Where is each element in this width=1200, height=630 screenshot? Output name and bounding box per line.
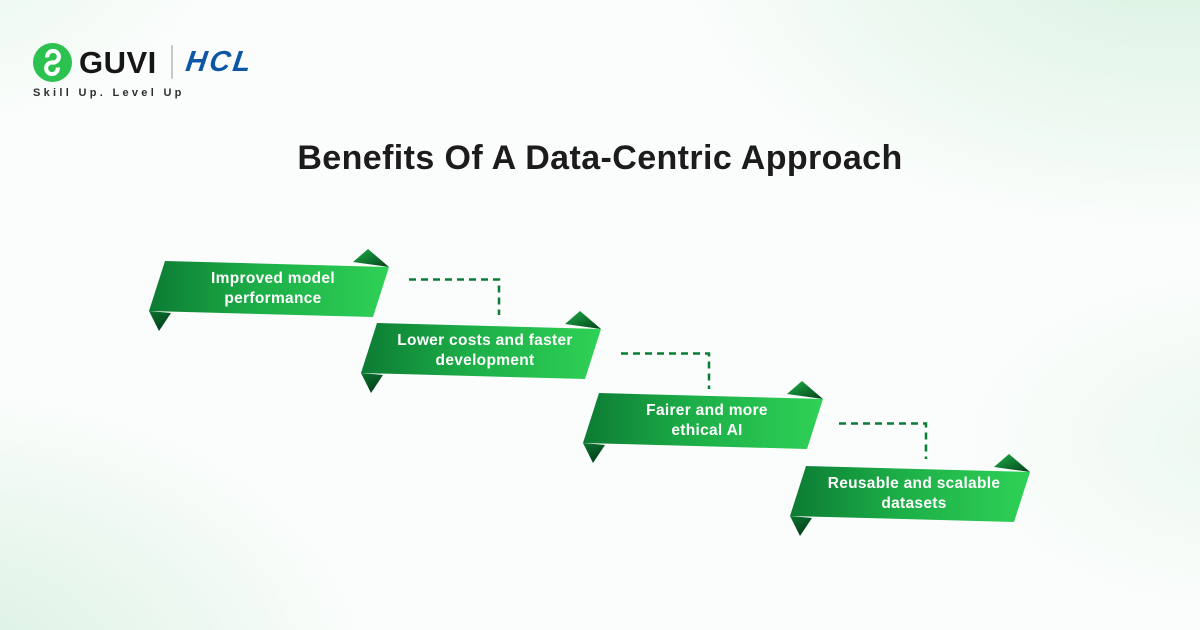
brand-header: GUVI HCL Skill Up. Level Up [33,40,255,99]
ribbon-step-1: Improved model performance [149,249,399,334]
ribbon-label: Reusable and scalable datasets [827,474,1001,512]
brand-divider [170,45,173,79]
ribbon-banner-icon [583,381,823,463]
guvi-wordmark: GUVI [79,44,157,80]
ribbon-banner-icon [790,454,1030,536]
page-title: Benefits Of A Data-Centric Approach [297,139,903,177]
logo-row: GUVI HCL [33,40,255,84]
guvi-logo-icon [33,42,72,82]
ribbon-step-4: Reusable and scalable datasets [790,454,1040,539]
ribbon-step-3: Fairer and more ethical AI [583,381,833,466]
dashed-connector-2-icon [621,352,711,389]
ribbon-banner-icon [361,311,601,393]
brand-tagline: Skill Up. Level Up [33,87,185,99]
ribbon-banner-icon [149,249,389,331]
ribbon-label: Lower costs and faster development [397,331,573,369]
dashed-connector-3-icon [839,422,928,459]
ribbon-label: Improved model performance [211,269,335,307]
ribbon-label: Fairer and more ethical AI [646,401,768,439]
ribbon-step-2: Lower costs and faster development [361,311,611,396]
dashed-connector-1-icon [409,278,501,315]
